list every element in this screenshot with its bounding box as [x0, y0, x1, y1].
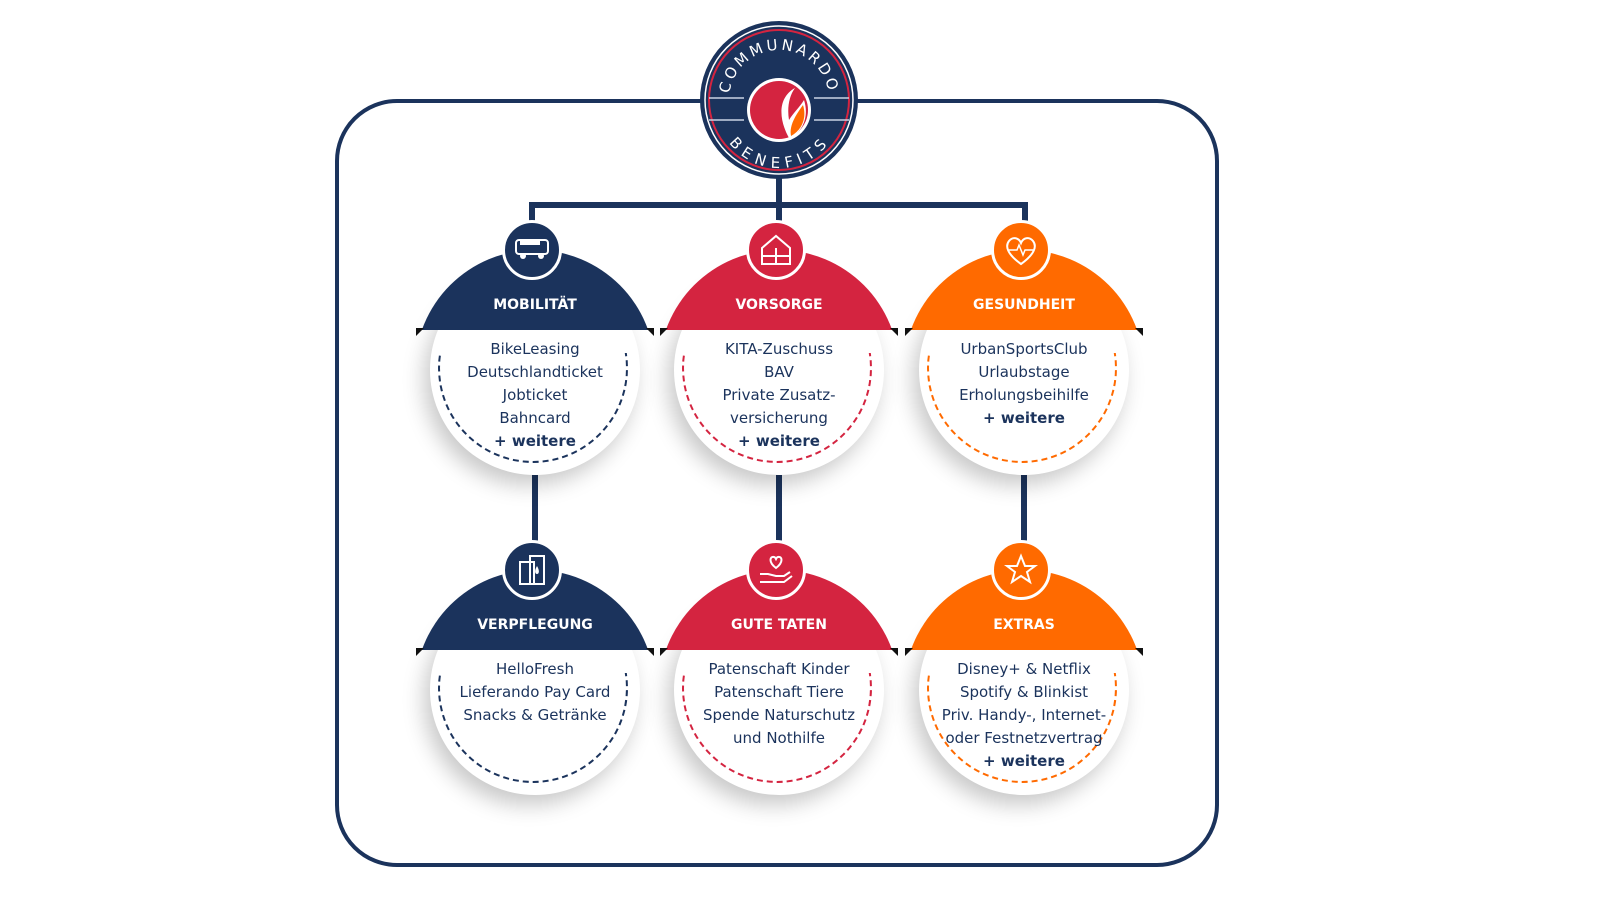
benefit-item: Snacks & Getränke	[463, 706, 607, 724]
category-title: VERPFLEGUNG	[477, 617, 593, 633]
food-package-icon	[502, 540, 562, 600]
benefit-item: Priv. Handy-, Internet-	[941, 706, 1107, 724]
star-icon	[991, 540, 1051, 600]
benefit-item: Patenschaft Kinder	[708, 660, 850, 678]
benefit-item: Jobticket	[502, 386, 568, 404]
corner-fold	[416, 648, 424, 656]
benefit-item: oder Festnetzvertrag	[945, 729, 1103, 747]
benefit-item: BikeLeasing	[490, 340, 580, 358]
corner-fold	[890, 648, 898, 656]
hand-heart-icon	[746, 540, 806, 600]
corner-fold	[646, 328, 654, 336]
more-link[interactable]: + weitere	[738, 432, 820, 450]
benefit-item: Erholungsbeihilfe	[959, 386, 1089, 404]
corner-fold	[1135, 328, 1143, 336]
benefit-item: Lieferando Pay Card	[459, 683, 611, 701]
corner-fold	[1135, 648, 1143, 656]
corner-fold	[905, 328, 913, 336]
corner-fold	[416, 328, 424, 336]
category-title: VORSORGE	[735, 297, 823, 313]
benefit-item: Spotify & Blinkist	[959, 683, 1089, 701]
benefit-item: Urlaubstage	[978, 363, 1070, 381]
benefit-item: BAV	[764, 363, 794, 381]
corner-fold	[660, 648, 668, 656]
benefit-item: UrbanSportsClub	[960, 340, 1088, 358]
corner-fold	[905, 648, 913, 656]
benefit-item: versicherung	[730, 409, 828, 427]
benefit-item: und Nothilfe	[733, 729, 825, 747]
more-link[interactable]: + weitere	[983, 409, 1065, 427]
benefit-item: Disney+ & Netflix	[957, 660, 1091, 678]
benefit-item: Private Zusatz-	[722, 386, 836, 404]
row-connectors	[532, 475, 1027, 545]
corner-fold	[890, 328, 898, 336]
heart-pulse-icon	[991, 220, 1051, 280]
benefit-item: KITA-Zuschuss	[724, 340, 834, 358]
category-title: GUTE TATEN	[731, 617, 827, 633]
bus-icon	[502, 220, 562, 280]
more-link[interactable]: + weitere	[983, 752, 1065, 770]
benefit-item: Bahncard	[499, 409, 571, 427]
benefit-item: Patenschaft Tiere	[714, 683, 844, 701]
category-title: MOBILITÄT	[493, 297, 577, 313]
benefit-item: Spende Naturschutz	[702, 706, 856, 724]
benefit-item: HelloFresh	[496, 660, 574, 678]
more-link[interactable]: + weitere	[494, 432, 576, 450]
category-title: GESUNDHEIT	[973, 297, 1075, 313]
house-puzzle-icon	[746, 220, 806, 280]
corner-fold	[646, 648, 654, 656]
benefit-item: Deutschlandticket	[467, 363, 603, 381]
communardo-benefits-logo: COMMUNARDO BENEFITS	[699, 20, 859, 180]
corner-fold	[660, 328, 668, 336]
category-title: EXTRAS	[993, 617, 1055, 633]
